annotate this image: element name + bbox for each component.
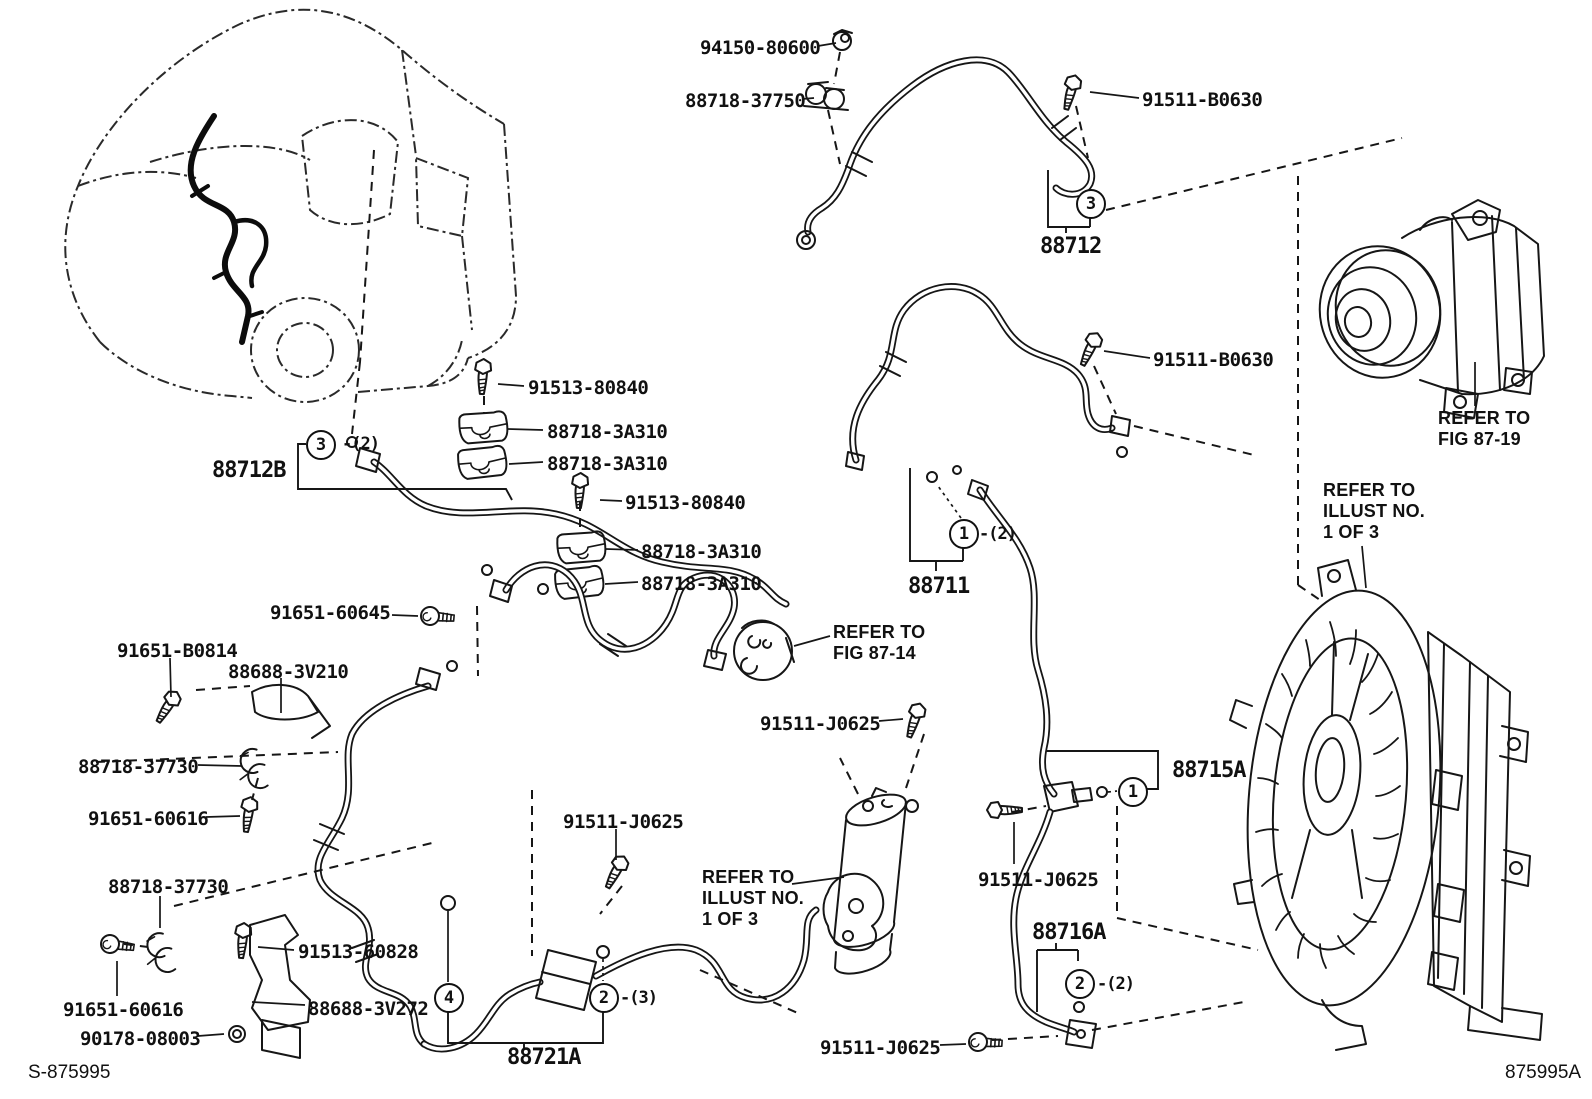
callout-3-88712b: 3 [306,430,336,460]
callout-qty: -(3) [620,988,658,1008]
pipe-88716a [1010,808,1097,1049]
label-88688-3v210: 88688-3V210 [228,661,349,683]
figure-code-left: S-875995 [28,1062,111,1083]
label-91651-b0814: 91651-B0814 [117,640,238,662]
callout-qty: -(2) [979,524,1017,544]
label-88718-3a310-b: 88718-3A310 [547,453,668,475]
bottom-left-parts-cluster [143,914,311,1059]
grommet-plate-fig87-14 [733,619,795,681]
label-91511-j0625: 91511-J0625 [760,713,881,735]
label-91651-60616: 91651-60616 [88,808,209,830]
label-91511-b0630-b: 91511-B0630 [1153,349,1274,371]
label-88688-3v272: 88688-3V272 [308,998,429,1020]
hose-88712 [796,56,1096,250]
note-line: REFER TO [1438,408,1531,428]
callout-qty: -(2) [1097,974,1135,994]
label-94150-80600: 94150-80600 [700,37,821,59]
label-91511-j0625-b: 91511-J0625 [978,869,1099,891]
label-88718-3a310-d: 88718-3A310 [641,573,762,595]
label-88712b: 88712B [212,458,286,483]
callout-1-88715a: 1 [1118,777,1148,807]
label-91651-60645: 91651-60645 [270,602,391,624]
note-line: 1 OF 3 [702,909,759,929]
dashed-links [95,51,1403,1041]
label-91513-60828: 91513-60828 [298,941,419,963]
label-88718-3a310: 88718-3A310 [547,421,668,443]
label-88718-3a310-c: 88718-3A310 [641,541,762,563]
label-88711: 88711 [908,574,970,599]
label-88715a: 88715A [1172,758,1246,783]
condenser-fan-assembly [1229,559,1543,1051]
label-90178-08003: 90178-08003 [80,1028,201,1050]
label-91511-j0625-d: 91511-J0625 [820,1037,941,1059]
callout-3-top: 3 [1076,189,1106,219]
note-refer-fig-87-19: REFER TO FIG 87-19 [1438,408,1530,450]
label-88718-37730-b: 88718-37730 [108,876,229,898]
note-line: ILLUST NO. [702,888,804,908]
label-88718-37750: 88718-37750 [685,90,806,112]
callout-2-88716a: 2 [1065,969,1095,999]
note-refer-illust-left: REFER TO ILLUST NO. 1 OF 3 [702,867,804,930]
callout-4-88721a: 4 [434,983,464,1013]
note-line: FIG 87-19 [1438,429,1521,449]
callout-qty: -(2) [342,434,380,454]
label-91513-80840-b: 91513-80840 [625,492,746,514]
label-brackets [297,170,1159,1048]
label-91513-80840: 91513-80840 [528,377,649,399]
figure-code-right: 875995A [1505,1062,1582,1083]
clamp-88718-37750 [803,81,849,111]
label-88721a: 88721A [507,1045,581,1070]
note-refer-fig-87-14: REFER TO FIG 87-14 [833,622,925,664]
pipe-88715a [952,465,1108,813]
receiver-drier [833,787,919,975]
note-line: REFER TO [702,867,795,887]
car-outline-sketch [64,8,518,403]
callout-2-88721a: 2 [589,983,619,1013]
label-88718-37730: 88718-37730 [78,756,199,778]
grommet-94150-80600 [832,29,853,51]
compressor [1318,199,1545,419]
note-refer-illust-right: REFER TO ILLUST NO. 1 OF 3 [1323,480,1425,543]
pipe-88711 [845,283,1131,483]
note-line: ILLUST NO. [1323,501,1425,521]
label-91511-b0630: 91511-B0630 [1142,89,1263,111]
label-88716a: 88716A [1032,920,1106,945]
label-88712: 88712 [1040,234,1102,259]
suction-hose-loop [481,561,738,671]
note-line: 1 OF 3 [1323,522,1380,542]
callout-1-88711: 1 [949,519,979,549]
note-line: REFER TO [1323,480,1416,500]
leader-lines [116,42,1476,1046]
note-line: REFER TO [833,622,926,642]
label-91511-j0625-c: 91511-J0625 [563,811,684,833]
bracket-88688-3v210 [251,683,331,739]
long-hose-and-88721a [313,660,885,1053]
note-line: FIG 87-14 [833,643,916,663]
label-91651-60616-b: 91651-60616 [63,999,184,1021]
